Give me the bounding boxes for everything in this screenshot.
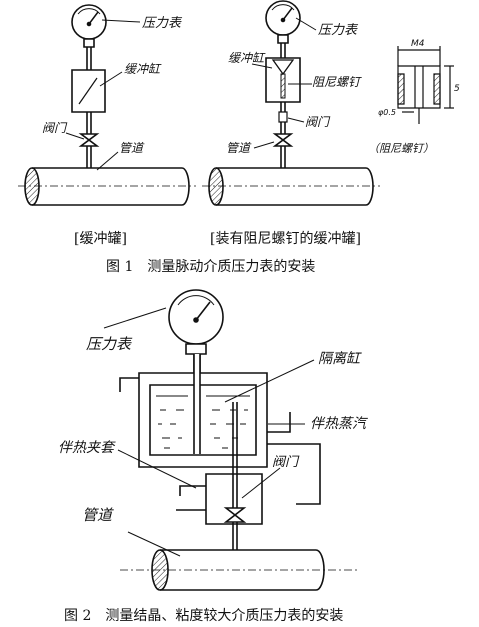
fig1-right-pipe: [202, 168, 380, 205]
fig1-left-assembly: [18, 5, 196, 205]
fig2-caption: 图 2 测量结晶、粘度较大介质压力表的安装: [64, 608, 343, 624]
detail-dim-hole: φ0.5: [378, 108, 396, 117]
fig1-right-buffer-label: 缓冲缸: [228, 51, 266, 65]
fig1-left-valve: [81, 134, 97, 146]
detail-dim-top: M4: [411, 39, 425, 49]
fig1-right-pipe-label: 管道: [226, 141, 252, 155]
fig2-pressure-gauge: [169, 290, 223, 354]
fig1-left-pipe: [18, 168, 196, 205]
fig1-right-valve: [275, 134, 291, 146]
fig1-caption: 图 1 测量脉动介质压力表的安装: [106, 259, 315, 275]
fig2-pipe: [120, 550, 360, 590]
fig1-left-buffer-label: 缓冲缸: [124, 62, 162, 76]
fig1-left-gauge-label: 压力表: [142, 16, 183, 31]
fig1-left-pipe-label: 管道: [119, 141, 145, 155]
fig1-left-pressure-gauge: [72, 5, 106, 47]
fig1-left-subcaption: [缓冲罐]: [74, 231, 127, 247]
fig1-left-valve-label: 阀门: [42, 121, 68, 135]
fig1-right-assembly: [202, 1, 380, 205]
fig1-right-gauge-label: 压力表: [318, 23, 359, 38]
fig1-right-valve-label: 阀门: [305, 115, 331, 129]
fig2-valve-label: 阀门: [272, 455, 300, 470]
fig1-right-screw-label: 阻尼螺钉: [312, 75, 362, 89]
fig2-isolation-vessel: [150, 354, 256, 468]
fig2-heat-pipe-label: 伴热蒸汽: [310, 416, 368, 432]
fig2-heat-jacket-label: 伴热夹套: [58, 440, 116, 456]
fig2-pipe-label: 管道: [82, 506, 114, 524]
fig2-isolation-label: 隔离缸: [318, 351, 362, 367]
detail-label: （阻尼螺钉）: [368, 142, 434, 155]
fig1-right-subcaption: [装有阻尼螺钉的缓冲罐]: [210, 231, 361, 247]
fig2-valve: [226, 508, 244, 522]
fig2-gauge-label: 压力表: [86, 335, 133, 353]
fig2-assembly: [104, 290, 360, 590]
fig1-right-buffer-tank: [266, 58, 300, 102]
fig1-right-pressure-gauge: [266, 1, 300, 43]
fig2-lower-jacket: [206, 474, 262, 524]
damping-screw-detail: [398, 46, 454, 124]
detail-dim-side: 5: [454, 84, 460, 94]
fig1-left-buffer-tank: [72, 70, 105, 112]
